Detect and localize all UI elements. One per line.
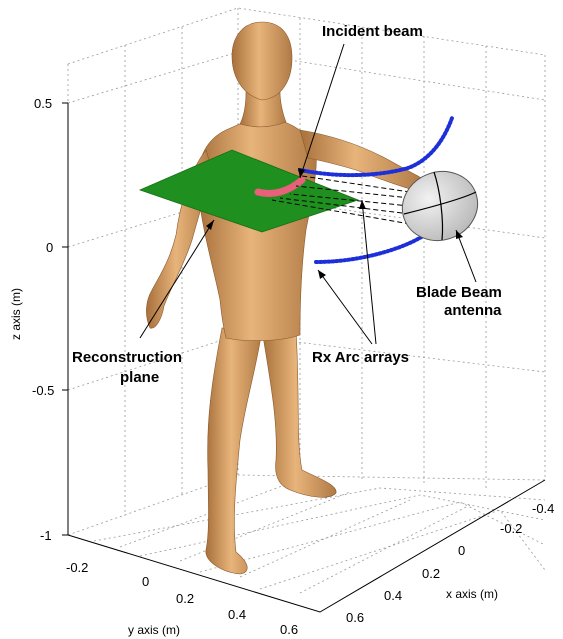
y-tick: 0.4 [228,607,246,622]
y-axis-ticks: -0.2 0 0.2 0.4 0.6 [66,560,298,637]
y-tick: -0.2 [66,560,88,575]
z-axis-ticks: 0.5 0 -0.5 -1 [32,96,54,543]
y-axis-label: y axis (m) [128,623,180,637]
label-incident-beam: Incident beam [322,23,423,40]
x-tick: 0.2 [422,566,440,581]
y-tick: 0.6 [280,622,298,637]
label-rx-arc-arrays: Rx Arc arrays [312,349,409,366]
z-tick: 0.5 [34,96,52,111]
reconstruction-plane [140,150,358,232]
x-tick: 0.4 [384,588,402,603]
z-tick: -0.5 [32,383,54,398]
label-blade-beam-antenna-line2: antenna [444,302,502,319]
y-tick: 0 [142,574,149,589]
human-body-model [146,22,423,574]
x-tick: 0.6 [346,610,364,625]
x-axis-label: x axis (m) [446,587,498,601]
label-reconstruction-plane: Reconstruction [72,349,182,366]
x-tick: -0.4 [532,501,554,516]
y-tick: 0.2 [176,591,194,606]
x-tick: -0.2 [500,521,522,536]
z-tick: 0 [46,240,53,255]
x-tick: 0 [458,543,465,558]
z-axis-label: z axis (m) [9,288,23,340]
label-blade-beam-antenna: Blade Beam [416,284,502,301]
z-tick: -1 [40,528,52,543]
x-axis-ticks: -0.4 -0.2 0 0.2 0.4 0.6 [346,501,554,625]
label-reconstruction-plane-line2: plane [120,369,159,386]
